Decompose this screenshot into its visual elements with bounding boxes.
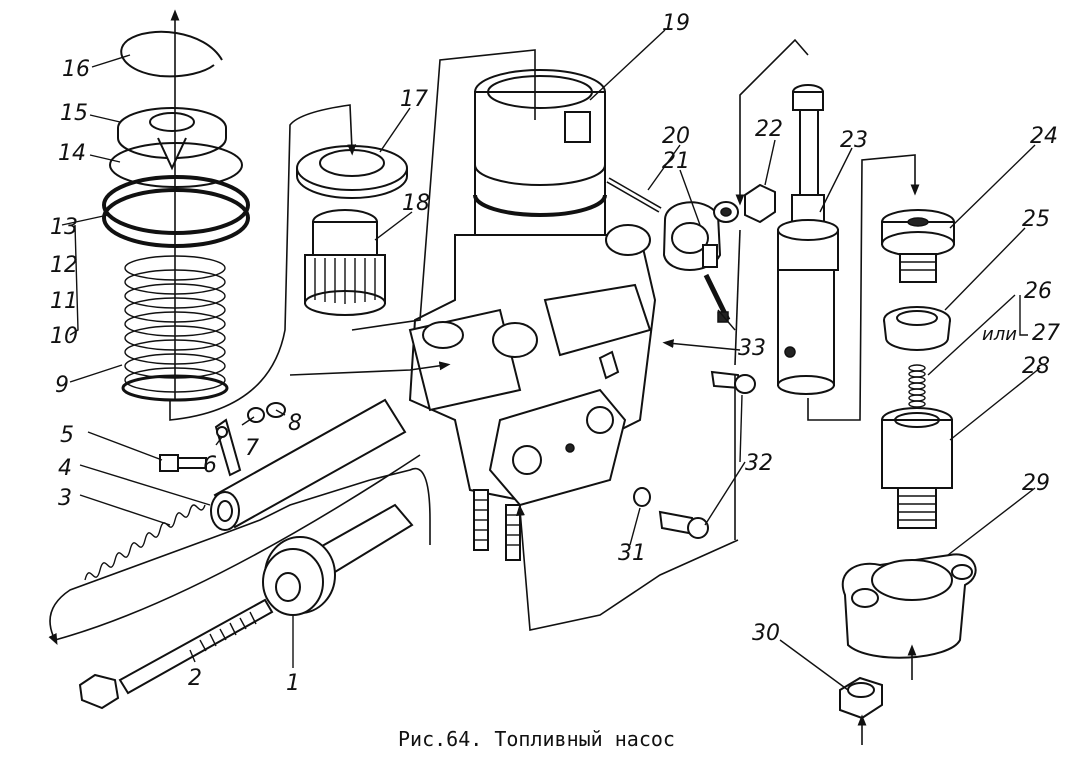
clamp-collar-21	[662, 201, 722, 271]
label-3: 3	[58, 486, 72, 511]
label-32: 32	[745, 451, 773, 476]
label-16: 16	[62, 57, 90, 82]
label-28: 28	[1022, 354, 1050, 379]
label-31: 31	[618, 541, 646, 566]
label-10: 10	[50, 324, 78, 349]
label-17: 17	[400, 87, 428, 112]
flange-29	[841, 553, 977, 659]
label-5: 5	[60, 423, 74, 448]
washer-7	[247, 407, 265, 423]
ring-14	[109, 142, 243, 188]
spring-3	[84, 504, 206, 581]
label-23: 23	[840, 128, 868, 153]
sleeve-4	[210, 398, 407, 531]
gear-sleeve-18	[304, 209, 386, 316]
nut-30	[839, 676, 883, 720]
label-22: 22	[755, 117, 783, 142]
label-12: 12	[50, 253, 78, 278]
label-2: 2	[188, 666, 202, 691]
pump-body-19	[408, 69, 657, 561]
label-27: 27	[1032, 321, 1060, 346]
part-labels: 1 2 3 4 5 6 7 8 9 10 11 12 13 14 15 16 1…	[50, 11, 1060, 696]
label-29: 29	[1022, 471, 1050, 496]
label-25: 25	[1022, 207, 1050, 232]
valve-cap-24	[881, 209, 955, 283]
ring-13	[102, 175, 250, 248]
fitting-28	[881, 407, 953, 529]
figure-caption: Рис.64. Топливный насос	[398, 727, 675, 751]
label-13: 13	[50, 215, 78, 240]
plunger-assembly-23	[777, 84, 839, 395]
snap-ring-16	[120, 30, 223, 78]
label-4: 4	[58, 456, 72, 481]
fuel-flow-lines	[48, 38, 920, 745]
screw-33	[703, 273, 731, 323]
label-24: 24	[1030, 124, 1058, 149]
screw-2	[78, 598, 274, 710]
spring-plate-15	[117, 107, 227, 171]
bolt-32-upper	[710, 370, 756, 394]
washer-25	[883, 306, 951, 351]
nut-22	[713, 183, 776, 224]
bracket-6	[214, 418, 242, 477]
spring-26	[908, 364, 926, 408]
label-6: 6	[203, 453, 217, 478]
leader-lines	[61, 29, 1041, 691]
bolt-32-lower	[658, 510, 709, 539]
label-9: 9	[55, 373, 69, 398]
label-8: 8	[288, 411, 302, 436]
washer-31	[633, 487, 651, 507]
label-20: 20	[662, 124, 690, 149]
label-15: 15	[60, 101, 88, 126]
label-26: 26	[1024, 279, 1052, 304]
piston-1	[262, 503, 414, 616]
washer-17	[296, 145, 408, 199]
pin-20	[606, 177, 662, 213]
label-33: 33	[738, 336, 766, 361]
label-7: 7	[245, 436, 259, 461]
washer-8	[266, 402, 286, 418]
label-30: 30	[752, 621, 780, 646]
label-11: 11	[50, 289, 78, 314]
label-21: 21	[662, 149, 690, 174]
label-19: 19	[662, 11, 690, 36]
label-1: 1	[286, 671, 300, 696]
label-18: 18	[402, 191, 430, 216]
label-ili: или	[982, 324, 1017, 345]
bolt-5	[159, 454, 207, 472]
label-14: 14	[58, 141, 86, 166]
